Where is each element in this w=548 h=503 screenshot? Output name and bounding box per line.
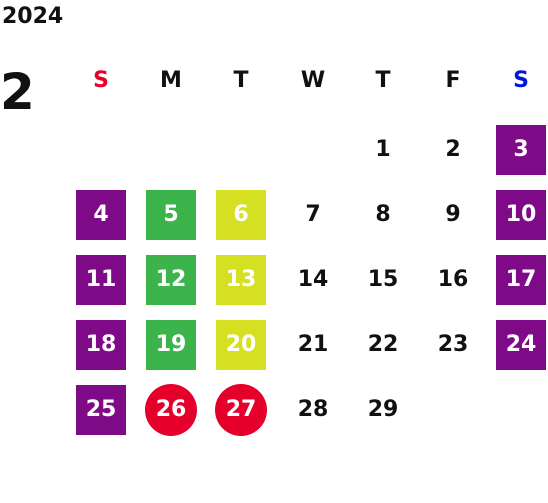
year-label: 2024 (2, 4, 64, 29)
day-cell-18[interactable]: 18 (76, 320, 126, 370)
weekday-header-6: S (513, 68, 529, 93)
weekday-header-3: W (300, 68, 326, 93)
day-cell-25[interactable]: 25 (76, 385, 126, 435)
day-cell-14[interactable]: 14 (297, 267, 329, 292)
day-cell-23[interactable]: 23 (437, 332, 469, 357)
day-cell-17[interactable]: 17 (496, 255, 546, 305)
weekday-header-5: F (445, 68, 461, 93)
day-cell-3[interactable]: 3 (496, 125, 546, 175)
day-cell-5[interactable]: 5 (146, 190, 196, 240)
day-cell-12[interactable]: 12 (146, 255, 196, 305)
day-cell-9[interactable]: 9 (445, 202, 461, 227)
day-cell-22[interactable]: 22 (367, 332, 399, 357)
day-cell-4[interactable]: 4 (76, 190, 126, 240)
day-cell-2[interactable]: 2 (445, 137, 461, 162)
day-cell-19[interactable]: 19 (146, 320, 196, 370)
day-cell-10[interactable]: 10 (496, 190, 546, 240)
day-cell-16[interactable]: 16 (437, 267, 469, 292)
weekday-header-1: M (160, 68, 182, 93)
month-label: 2 (0, 63, 35, 121)
day-cell-26[interactable]: 26 (145, 384, 197, 436)
day-cell-21[interactable]: 21 (297, 332, 329, 357)
day-cell-11[interactable]: 11 (76, 255, 126, 305)
day-cell-6[interactable]: 6 (216, 190, 266, 240)
day-cell-13[interactable]: 13 (216, 255, 266, 305)
day-cell-27[interactable]: 27 (215, 384, 267, 436)
weekday-header-2: T (233, 68, 249, 93)
day-cell-24[interactable]: 24 (496, 320, 546, 370)
weekday-header-0: S (93, 68, 109, 93)
day-cell-7[interactable]: 7 (305, 202, 321, 227)
day-cell-1[interactable]: 1 (375, 137, 391, 162)
weekday-header-4: T (375, 68, 391, 93)
day-cell-8[interactable]: 8 (375, 202, 391, 227)
day-cell-20[interactable]: 20 (216, 320, 266, 370)
day-cell-29[interactable]: 29 (367, 397, 399, 422)
day-cell-15[interactable]: 15 (367, 267, 399, 292)
day-cell-28[interactable]: 28 (297, 397, 329, 422)
